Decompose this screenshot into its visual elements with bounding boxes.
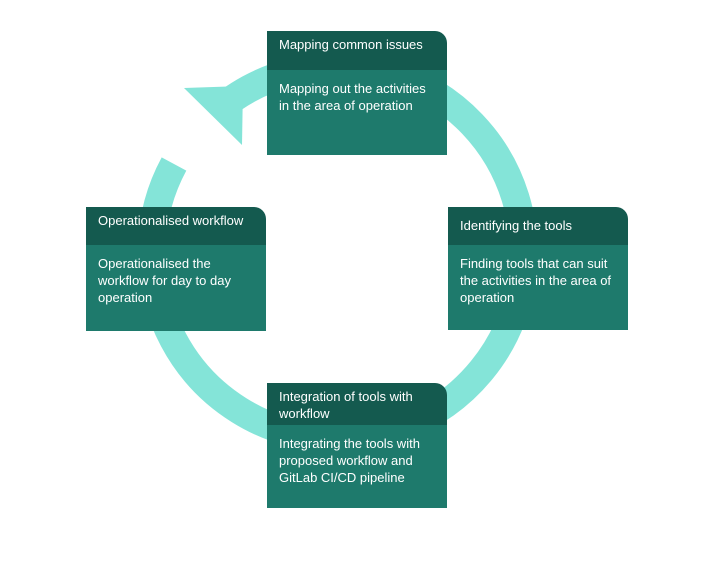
step-title: Operationalised workflow bbox=[86, 207, 266, 245]
step-title: Mapping common issues bbox=[267, 31, 447, 70]
step-description: Operationalised the workflow for day to … bbox=[86, 245, 266, 331]
cycle-arrowhead bbox=[184, 86, 243, 145]
step-title: Integration of tools with workflow bbox=[267, 383, 447, 425]
step-card-identifying: Identifying the tools Finding tools that… bbox=[448, 207, 628, 330]
step-card-operationalised: Operationalised workflow Operationalised… bbox=[86, 207, 266, 331]
step-description: Mapping out the activities in the area o… bbox=[267, 70, 447, 155]
step-card-integration: Integration of tools with workflow Integ… bbox=[267, 383, 447, 508]
step-card-mapping: Mapping common issues Mapping out the ac… bbox=[267, 31, 447, 155]
step-description: Integrating the tools with proposed work… bbox=[267, 425, 447, 508]
step-title: Identifying the tools bbox=[448, 207, 628, 245]
step-description: Finding tools that can suit the activiti… bbox=[448, 245, 628, 330]
